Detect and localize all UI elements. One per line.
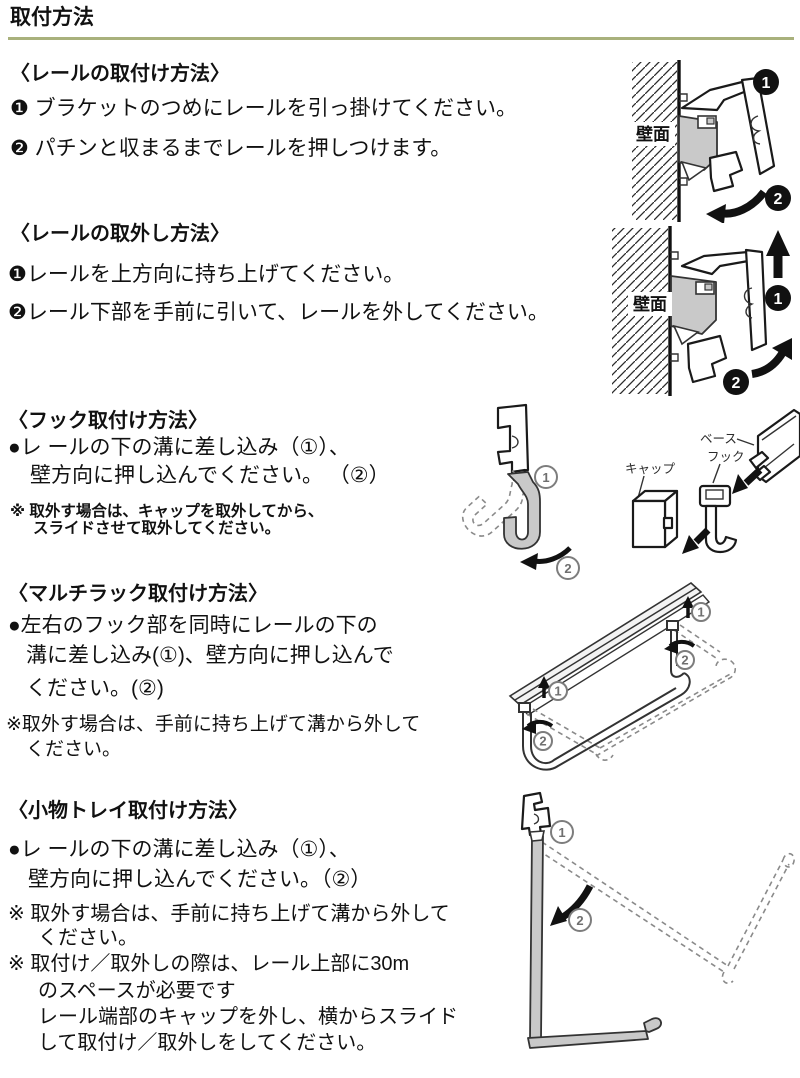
wall-label: 壁面 bbox=[636, 124, 670, 144]
hook-step1-marker: 1 bbox=[534, 465, 558, 489]
cap-part bbox=[631, 489, 679, 549]
figure-rail-remove: 壁面 1 2 bbox=[612, 226, 792, 396]
step2-marker-left: 2 bbox=[533, 731, 553, 751]
multirack-note-line-2: ください。 bbox=[26, 739, 122, 760]
page-title: 取付方法 bbox=[10, 6, 94, 29]
svg-text:2: 2 bbox=[732, 375, 741, 392]
tray-note-line-5: レール端部のキャップを外し、横からスライド bbox=[38, 1006, 458, 1028]
wall-label-box bbox=[631, 122, 675, 146]
svg-text:2: 2 bbox=[564, 561, 571, 576]
tray-ghost bbox=[537, 841, 795, 985]
svg-text:1: 1 bbox=[774, 291, 783, 308]
insert-arrow-left bbox=[538, 676, 550, 698]
hook-bullet-line-2: 壁方向に押し込んでください。 （②） bbox=[30, 464, 390, 487]
hook-swing-arrow bbox=[520, 546, 572, 570]
cap-leader-line bbox=[637, 475, 645, 499]
wall-label: 壁面 bbox=[633, 294, 667, 314]
hook-step2-marker: 2 bbox=[556, 556, 580, 580]
cap-label: キャップ bbox=[625, 462, 676, 476]
tray-step2-marker: 2 bbox=[568, 908, 592, 932]
step2-badge: 2 bbox=[723, 369, 749, 395]
tray-note-line-3: ※ 取付け／取外しの際は、レール上部に30m bbox=[8, 953, 410, 975]
hook-note-line-2: スライドさせて取外してください。 bbox=[33, 520, 281, 537]
section-heading-hook: 〈フック取付け方法〉 bbox=[8, 410, 208, 432]
push-arrow-left bbox=[522, 719, 554, 734]
tray-bullet-line-2: 壁方向に押し込んでください。（②） bbox=[28, 868, 372, 891]
rail-install-step-2: ❷ パチンと収まるまでレールを押しつけます。 bbox=[10, 137, 452, 160]
bracket bbox=[678, 115, 718, 182]
figure-tray-install: 1 2 bbox=[520, 791, 795, 1049]
tray-note-line-1: ※ 取外す場合は、手前に持ち上げて溝から外して bbox=[8, 903, 450, 925]
step2-badge: 2 bbox=[765, 185, 791, 211]
tray-note-line-6: して取付け／取外しをしてください。 bbox=[38, 1032, 377, 1054]
section-heading-tray: 〈小物トレイ取付け方法〉 bbox=[8, 800, 248, 822]
svg-text:2: 2 bbox=[576, 913, 583, 928]
rail-install-step-1: ❶ ブラケットのつめにレールを引っ掛けてください。 bbox=[10, 97, 518, 120]
slide-arrow-hook-to-cap bbox=[682, 527, 711, 554]
svg-text:2: 2 bbox=[539, 734, 546, 749]
lift-arrow bbox=[766, 230, 790, 278]
rail-profile bbox=[680, 248, 768, 384]
multirack-bullet-line-2: 溝に差し込み(①)、壁方向に押し込んで bbox=[26, 644, 394, 667]
push-arrow bbox=[706, 189, 768, 223]
svg-text:1: 1 bbox=[554, 684, 561, 699]
tray-swing-arrow bbox=[550, 884, 594, 926]
section-heading-rail-remove: 〈レールの取外し方法〉 bbox=[10, 223, 230, 245]
hook-leader-line bbox=[712, 463, 721, 484]
slide-arrow-rail-to-hook bbox=[732, 467, 763, 494]
pull-arrow bbox=[751, 338, 792, 378]
svg-text:1: 1 bbox=[697, 605, 704, 620]
section-heading-multirack: 〈マルチラック取付け方法〉 bbox=[8, 583, 268, 605]
rail-profile bbox=[680, 76, 776, 193]
multirack-note-line-1: ※取外す場合は、手前に持ち上げて溝から外して bbox=[6, 714, 421, 735]
tray-note-line-2: ください。 bbox=[38, 927, 138, 949]
title-divider bbox=[8, 37, 794, 40]
svg-text:1: 1 bbox=[762, 75, 771, 92]
hook-note-line-1: ※ 取外す場合は、キャップを取外してから、 bbox=[10, 503, 324, 520]
section-heading-rail-install: 〈レールの取付け方法〉 bbox=[10, 63, 230, 85]
base-label: ベース bbox=[700, 432, 737, 446]
multirack-bullet-line-1: ●左右のフック部を同時にレールの下の bbox=[8, 614, 378, 637]
wall-label-box bbox=[628, 292, 672, 316]
tray-step1-marker: 1 bbox=[550, 820, 574, 844]
hook-label: フック bbox=[707, 450, 745, 464]
tray-solid bbox=[527, 830, 662, 1049]
rail-remove-step-2: ❷レール下部を手前に引いて、レールを外してください。 bbox=[8, 301, 549, 324]
push-arrow-right bbox=[664, 639, 696, 654]
hook-part bbox=[698, 484, 738, 554]
rail-cross-section bbox=[496, 403, 530, 482]
insert-arrow-right bbox=[682, 596, 694, 618]
step1-badge: 1 bbox=[765, 285, 791, 311]
rack-solid bbox=[518, 620, 691, 771]
svg-text:2: 2 bbox=[681, 653, 688, 668]
hook-ghost bbox=[461, 469, 528, 537]
hook-solid bbox=[503, 471, 541, 550]
base-leader-line bbox=[736, 438, 755, 446]
tray-bullet-line-1: ●レ ールの下の溝に差し込み（①）、 bbox=[8, 838, 350, 861]
figure-multirack-install: 1 2 1 2 bbox=[508, 582, 737, 771]
figure-rail-install: 壁面 1 2 bbox=[631, 60, 791, 223]
step1-marker-right: 1 bbox=[691, 602, 711, 622]
rail-cross-section bbox=[520, 791, 552, 837]
wall-tabs bbox=[670, 251, 679, 362]
svg-text:1: 1 bbox=[558, 825, 565, 840]
wall-tabs bbox=[679, 93, 688, 186]
multirack-bullet-line-3: ください。(②) bbox=[26, 677, 164, 700]
step1-badge: 1 bbox=[753, 69, 779, 95]
tray-note-line-4: のスペースが必要です bbox=[38, 980, 236, 1002]
rail-remove-step-1: ❶レールを上方向に持ち上げてください。 bbox=[8, 263, 405, 286]
bracket bbox=[670, 275, 717, 346]
hook-bullet-line-1: ●レ ールの下の溝に差し込み（①）、 bbox=[8, 436, 350, 459]
figure-hook-install: 1 2 ベース フック bbox=[461, 403, 800, 580]
svg-text:2: 2 bbox=[774, 191, 783, 208]
step2-marker-right: 2 bbox=[675, 650, 695, 670]
svg-text:1: 1 bbox=[542, 470, 549, 485]
step1-marker-left: 1 bbox=[548, 681, 568, 701]
